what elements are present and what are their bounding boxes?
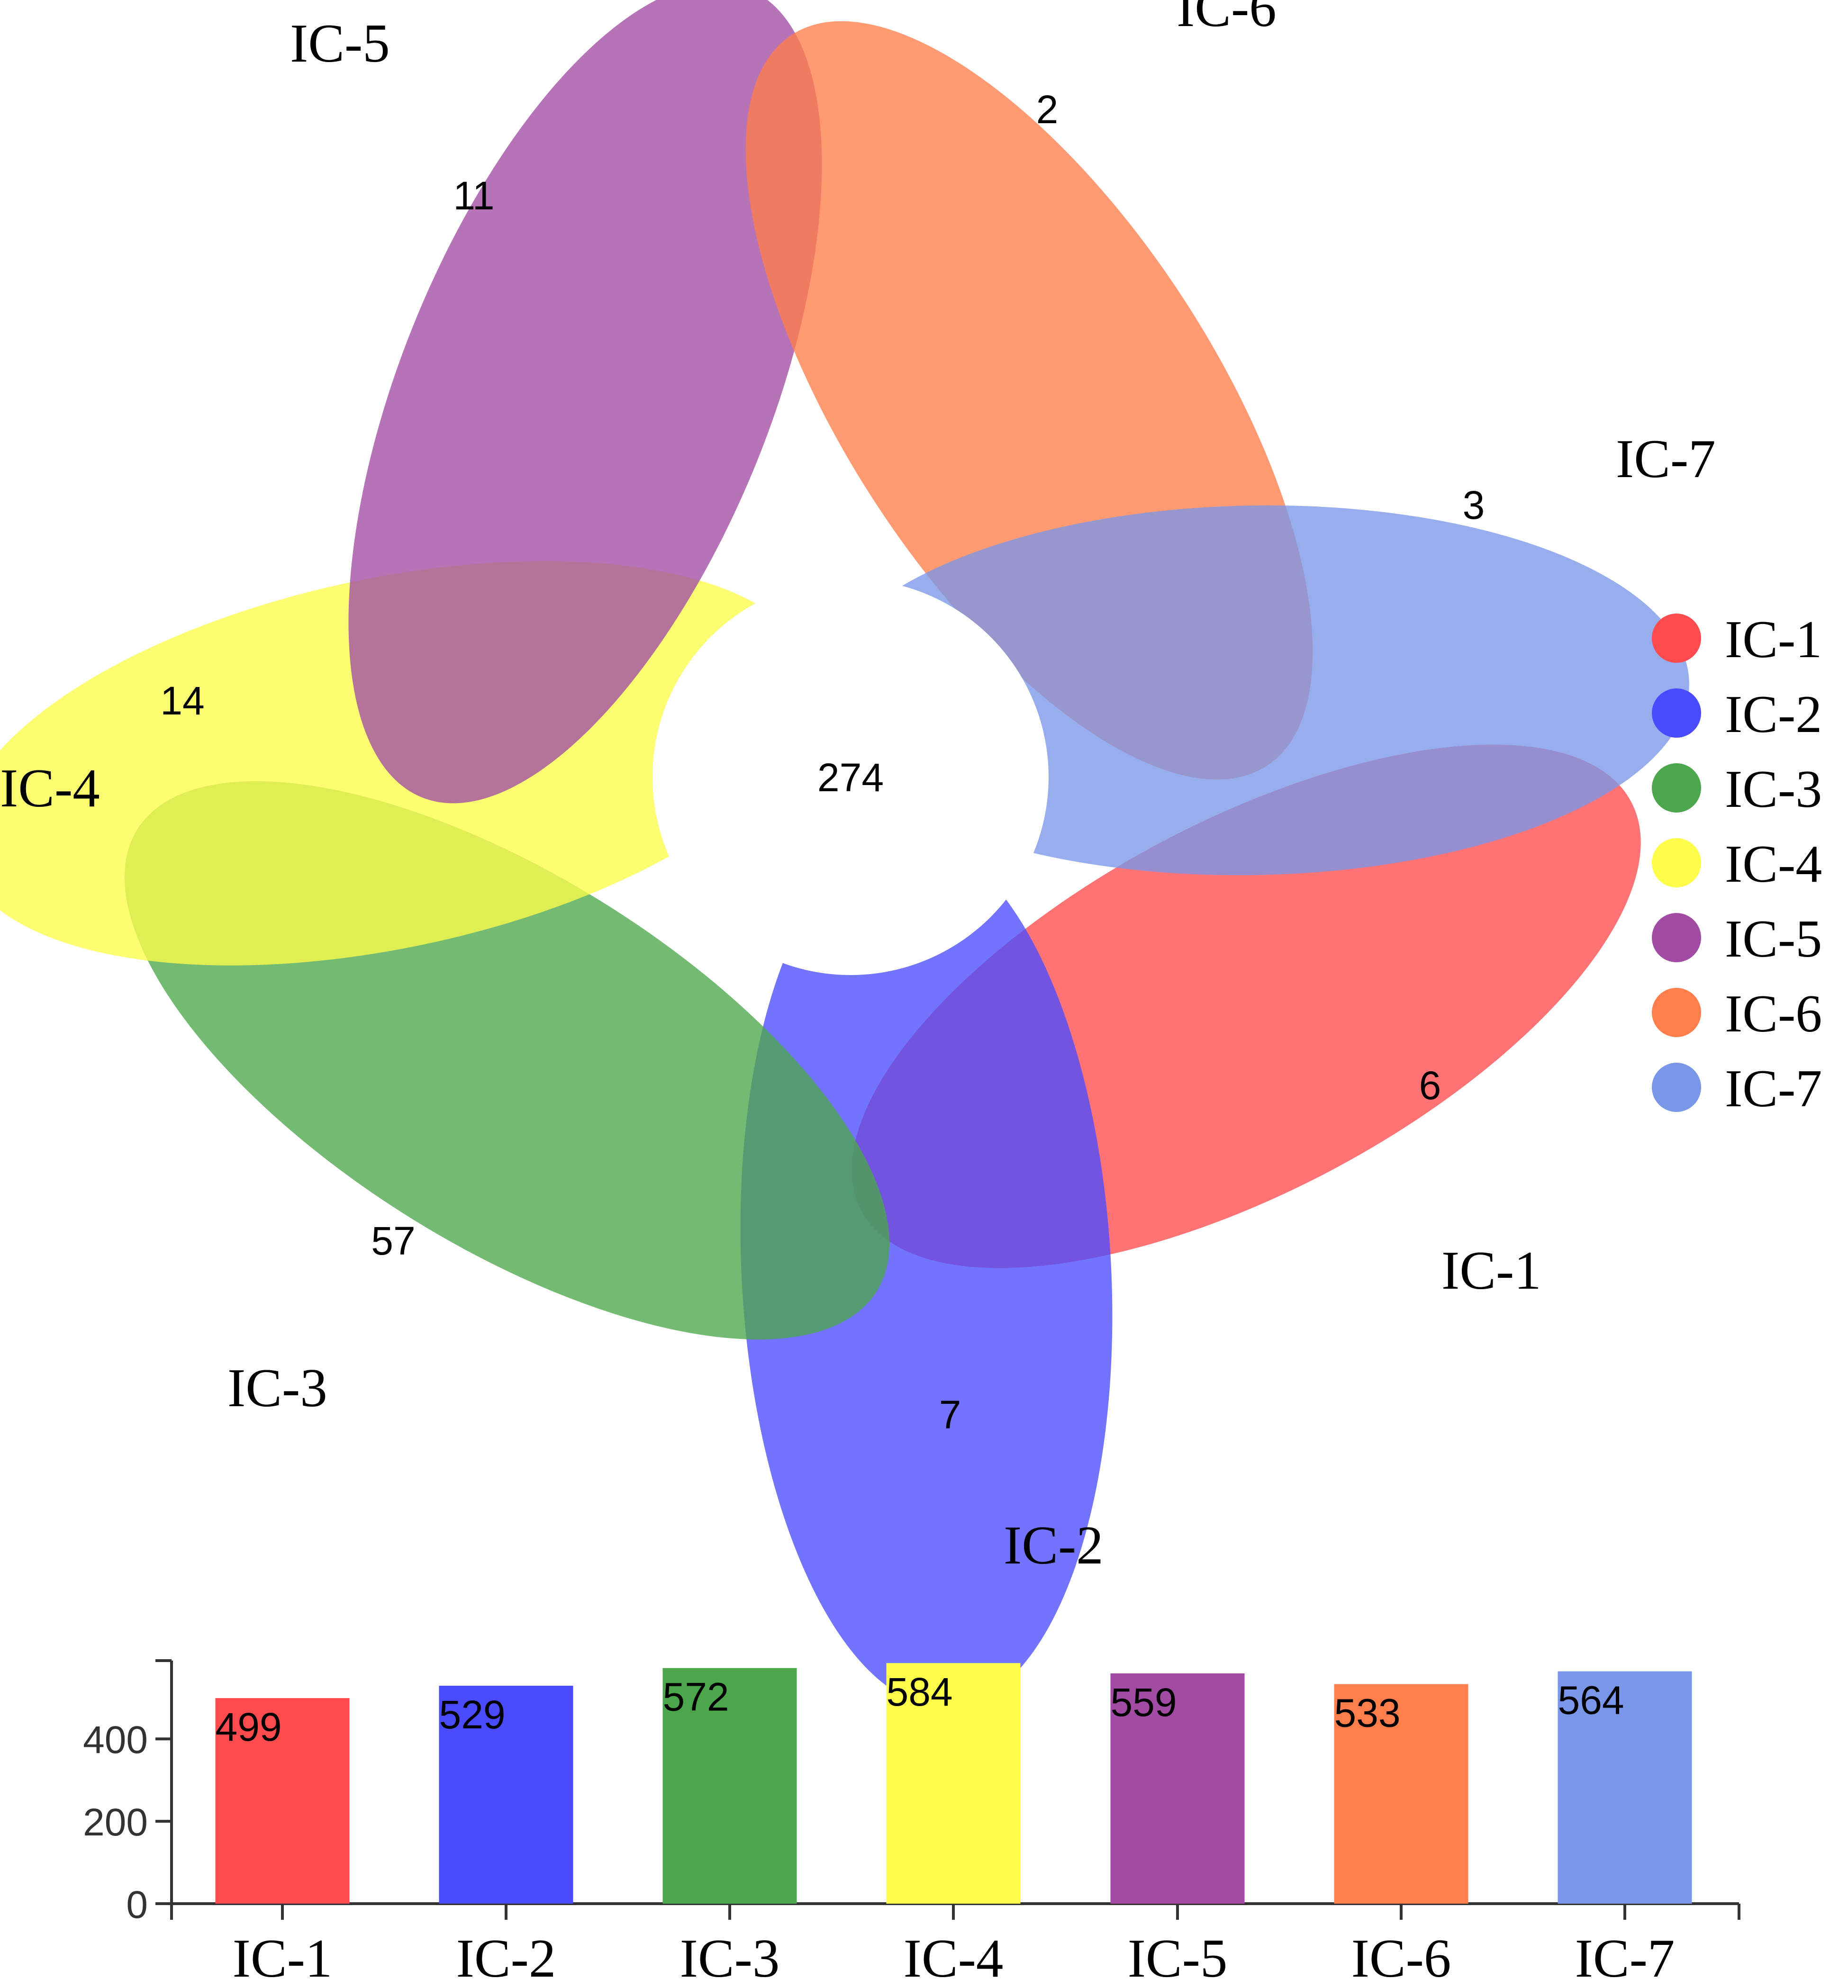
legend-label-ic-4: IC-4 — [1725, 835, 1822, 894]
y-tick-label: 200 — [83, 1801, 148, 1844]
x-tick-label: IC-7 — [1575, 1928, 1675, 1988]
x-tick-label: IC-1 — [233, 1928, 333, 1988]
unique-count-ic-1: 6 — [1419, 1063, 1441, 1108]
legend-swatch-ic-7 — [1652, 1063, 1701, 1112]
legend-label-ic-2: IC-2 — [1725, 685, 1822, 744]
petal-ic-5 — [348, 0, 822, 804]
bar-value-label: 559 — [1111, 1680, 1177, 1725]
x-tick-label: IC-4 — [904, 1928, 1004, 1988]
legend-label-ic-7: IC-7 — [1725, 1059, 1822, 1118]
bar-value-label: 529 — [439, 1692, 506, 1737]
legend-swatch-ic-3 — [1652, 763, 1701, 813]
legend-swatch-ic-5 — [1652, 913, 1701, 962]
legend-swatch-ic-2 — [1652, 688, 1701, 738]
legend-swatch-ic-4 — [1652, 838, 1701, 887]
unique-count-ic-3: 57 — [371, 1219, 415, 1263]
bar-ic-7 — [1558, 1671, 1692, 1904]
bar-value-label: 533 — [1334, 1691, 1401, 1735]
petal-name-ic-5: IC-5 — [290, 13, 390, 73]
petal-name-ic-7: IC-7 — [1616, 429, 1716, 489]
x-tick-label: IC-3 — [680, 1928, 780, 1988]
unique-count-ic-5: 11 — [453, 173, 494, 218]
legend: IC-1IC-2IC-3IC-4IC-5IC-6IC-7 — [1652, 610, 1822, 1118]
unique-count-ic-4: 14 — [160, 678, 204, 723]
petal-name-ic-1: IC-1 — [1441, 1240, 1541, 1301]
legend-label-ic-1: IC-1 — [1725, 610, 1822, 669]
x-tick-label: IC-6 — [1351, 1928, 1451, 1988]
petal-ic-2 — [740, 837, 1113, 1708]
bar-ic-3 — [662, 1668, 797, 1904]
y-tick-label: 0 — [126, 1883, 148, 1926]
legend-label-ic-5: IC-5 — [1725, 910, 1822, 968]
legend-label-ic-6: IC-6 — [1725, 985, 1822, 1043]
bar-value-label: 499 — [216, 1705, 282, 1749]
core-circle — [652, 579, 1049, 975]
bar-ic-2 — [439, 1686, 573, 1904]
y-tick-label: 400 — [83, 1718, 148, 1762]
bar-ic-1 — [215, 1698, 350, 1904]
legend-swatch-ic-6 — [1652, 988, 1701, 1037]
legend-label-ic-3: IC-3 — [1725, 760, 1822, 819]
bar-ic-4 — [886, 1663, 1021, 1904]
core-count-label: 274 — [817, 755, 884, 800]
x-tick-label: IC-5 — [1128, 1928, 1228, 1988]
bar-value-label: 572 — [663, 1675, 729, 1719]
petal-name-ic-2: IC-2 — [1004, 1515, 1104, 1575]
unique-count-ic-6: 2 — [1036, 87, 1059, 132]
petal-name-ic-6: IC-6 — [1177, 0, 1277, 38]
petal-name-ic-4: IC-4 — [0, 758, 100, 818]
bar-value-label: 584 — [887, 1670, 953, 1714]
legend-swatch-ic-1 — [1652, 614, 1701, 663]
bar-ic-6 — [1334, 1684, 1468, 1904]
bar-value-label: 564 — [1558, 1678, 1624, 1723]
bar-ic-5 — [1110, 1673, 1245, 1904]
unique-count-ic-7: 3 — [1463, 483, 1485, 527]
unique-count-ic-2: 7 — [939, 1392, 961, 1437]
petal-name-ic-3: IC-3 — [227, 1358, 327, 1418]
x-tick-label: IC-2 — [456, 1928, 556, 1988]
